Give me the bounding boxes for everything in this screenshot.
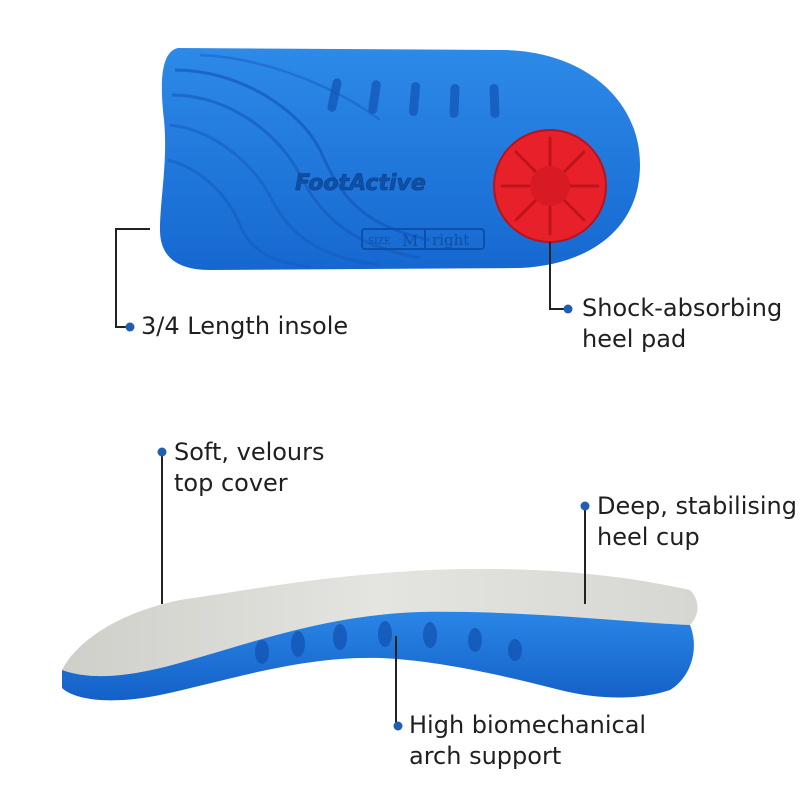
arch-grooves — [255, 621, 522, 664]
insole-contour-5 — [199, 53, 381, 122]
size-tag: SIZE M right — [361, 228, 485, 250]
insole-contour-4 — [167, 158, 311, 269]
arch-callout: High biomechanical arch support — [409, 710, 646, 772]
top-cover-callout-dot — [157, 447, 167, 457]
arch-callout-line1: High biomechanical — [409, 711, 647, 739]
size-tag-prefix: SIZE — [368, 237, 391, 247]
heel-pad-callout-line — [549, 242, 566, 310]
length-callout: 3/4 Length insole — [141, 311, 348, 342]
length-callout-line1: 3/4 Length insole — [141, 312, 349, 340]
heel-pad-callout-line2: heel pad — [582, 325, 687, 353]
length-callout-line — [115, 228, 150, 328]
insole-contour-2 — [171, 93, 421, 260]
insole-contour-1 — [174, 68, 431, 242]
callout-dots — [125, 304, 590, 731]
top-cover — [62, 568, 698, 677]
insole-grooves — [327, 78, 500, 119]
arch-callout-line2: arch support — [409, 742, 562, 770]
heel-pad-ribs — [500, 136, 600, 236]
insole-side-base — [62, 611, 694, 701]
size-tag-size: M — [402, 231, 418, 250]
brand-logo: FootActive — [295, 171, 426, 197]
heel-pad-callout-dot — [563, 304, 573, 314]
heel-cup-callout-dot — [580, 501, 590, 511]
length-callout-dot — [125, 322, 135, 332]
arch-callout-dot — [393, 721, 403, 731]
insole-side-view — [62, 568, 698, 701]
heel-pad-callout-line1: Shock-absorbing — [582, 294, 783, 322]
heel-cup-callout-line2: heel cup — [597, 523, 700, 551]
insole-bottom-view: FootActive SIZE M right — [160, 48, 640, 270]
heel-cup-callout-line1: Deep, stabilising — [597, 492, 797, 520]
insole-contour-3 — [169, 123, 381, 267]
heel-cup-callout: Deep, stabilising heel cup — [597, 491, 797, 553]
heel-pad-callout: Shock-absorbing heel pad — [582, 293, 782, 355]
heel-pad — [493, 129, 607, 243]
top-cover-callout-line1: Soft, velours — [174, 438, 325, 466]
top-cover-callout-line2: top cover — [174, 469, 288, 497]
brand-logo-text: FootActive — [295, 171, 426, 196]
size-tag-side: right — [432, 231, 469, 249]
top-cover-callout: Soft, velours top cover — [174, 437, 325, 499]
callout-lines — [115, 228, 586, 726]
